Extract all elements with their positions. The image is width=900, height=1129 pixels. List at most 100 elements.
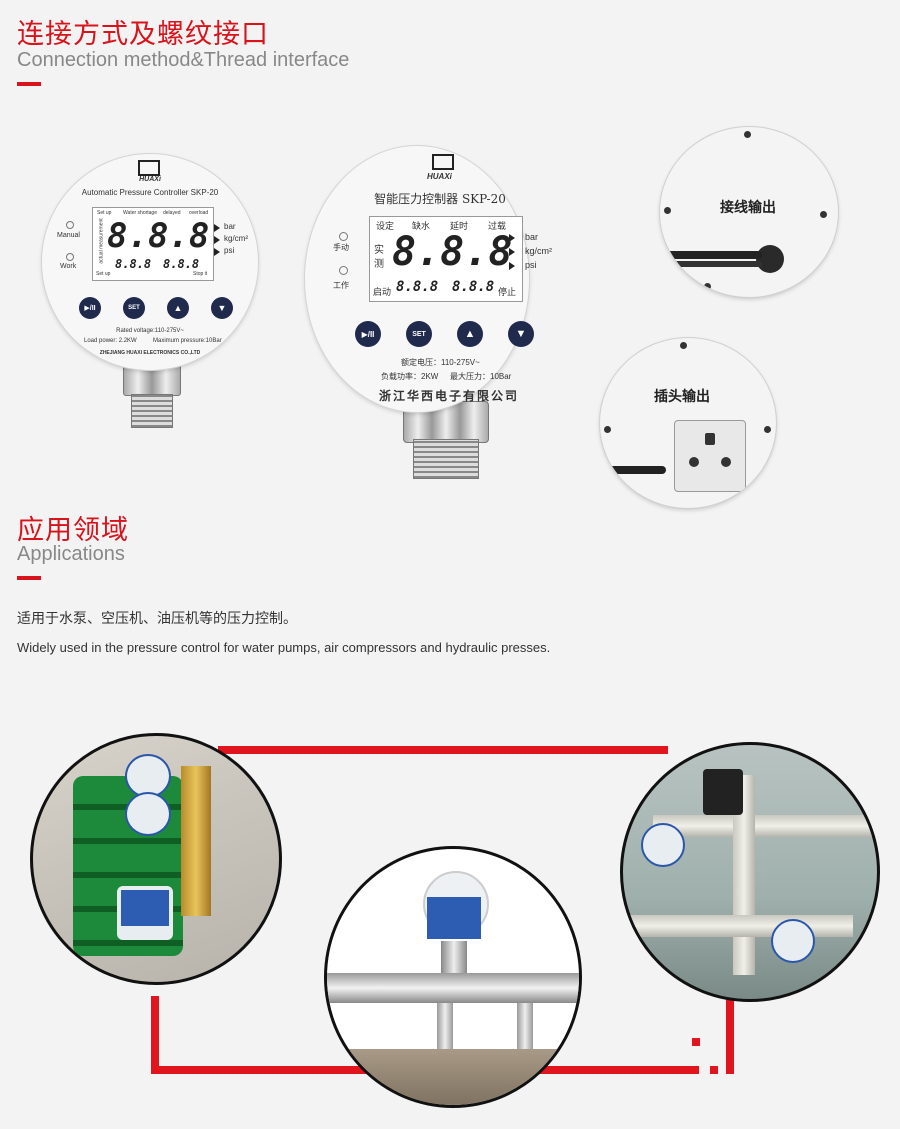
wiring-output-view: 接线输出 (660, 127, 838, 297)
connector-line (726, 986, 734, 1074)
cable (660, 251, 762, 259)
controller-face (427, 897, 481, 939)
connector-dot (692, 1038, 700, 1046)
section-title-cn: 应用领域 (17, 515, 129, 546)
brand-logo-icon (138, 160, 160, 176)
unit-arrow-icon (214, 236, 220, 244)
unit-bar: bar (525, 232, 539, 242)
unit-kgcm2: kg/cm² (224, 234, 248, 243)
brand-name: HUAXi (139, 176, 161, 183)
controller-face (121, 890, 169, 926)
lcd-delayed-label: 延时 (450, 221, 469, 231)
screw (604, 426, 611, 433)
work-label: Work (60, 263, 77, 270)
power-socket (674, 420, 746, 492)
play-pause-button[interactable]: ▶/II (355, 321, 381, 347)
up-button[interactable]: ▲ (457, 321, 483, 347)
play-pause-button[interactable]: ▶/II (79, 297, 101, 319)
controller-unit (125, 754, 171, 798)
socket-hole-icon (689, 457, 699, 467)
unit-arrow-icon (509, 248, 515, 256)
device-face: HUAXi 智能压力控制器 SKP-20 设定 缺水 延时 过载 实 测 8.8… (305, 146, 552, 412)
manual-label: 手动 (333, 243, 349, 252)
lcd-display: Set up Water shortage delayed overload a… (92, 207, 214, 281)
unit-arrow-icon (214, 248, 220, 256)
pvc-pipe (653, 815, 877, 837)
lcd-overload-label: 过载 (488, 221, 507, 231)
lcd-setup-label: Set up (97, 210, 112, 216)
lcd-stop-label: Stop it (193, 271, 208, 277)
up-button[interactable]: ▲ (167, 297, 189, 319)
down-button[interactable]: ▼ (508, 321, 534, 347)
socket-hole-icon (721, 457, 731, 467)
lcd-small-digits-right: 8.8.8 (163, 257, 200, 271)
max-pressure: Maximum pressure:10Bar (153, 338, 222, 344)
manual-label: Manual (57, 232, 80, 239)
stainless-pipe (327, 973, 579, 1003)
controller-unit (641, 823, 685, 867)
lcd-actual-label: 实 (374, 245, 384, 256)
screw (680, 342, 687, 349)
screw (744, 131, 751, 138)
screw (764, 426, 771, 433)
controller-unit (771, 919, 815, 963)
work-led (339, 266, 348, 275)
connector-line (151, 996, 159, 1074)
valve (517, 1003, 533, 1063)
work-led (66, 253, 74, 261)
set-button[interactable]: SET (406, 321, 432, 347)
section-title-cn: 连接方式及螺纹接口 (17, 19, 269, 50)
brand-logo-icon (432, 154, 454, 170)
thread-fitting (131, 394, 173, 428)
lcd-water-shortage-label: 缺水 (412, 221, 431, 231)
lcd-small-digits-left: 8.8.8 (396, 279, 439, 295)
pvc-pipe (623, 915, 853, 937)
brand-name: HUAXi (427, 172, 452, 181)
controller-unit (125, 792, 171, 836)
wiring-output-label: 接线输出 (720, 199, 776, 215)
manual-led (339, 232, 348, 241)
lcd-main-digits: 8.8.8 (392, 229, 513, 275)
lcd-setup-bottom: Set up (96, 271, 111, 277)
brass-fitting (181, 766, 211, 916)
unit-bar: bar (224, 222, 236, 231)
unit-arrow-icon (509, 234, 515, 242)
load-power: 负载功率：2KW (381, 372, 439, 381)
cable (660, 261, 762, 267)
unit-psi: psi (224, 246, 235, 255)
tank-surface (327, 1049, 579, 1105)
pressure-controller-en: HUAXi Automatic Pressure Controller SKP-… (42, 154, 258, 430)
lcd-delayed-label: delayed (163, 210, 181, 216)
rated-voltage: Rated voltage:110-275V~ (116, 328, 184, 334)
section-title-en: Connection method&Thread interface (17, 49, 350, 71)
cable (600, 466, 666, 474)
lcd-overload-label: overload (189, 210, 209, 216)
unit-psi: psi (525, 260, 537, 270)
model-label: Automatic Pressure Controller SKP-20 (81, 188, 219, 197)
pump-motor (703, 769, 743, 815)
load-power: Load power: 2.2KW (84, 338, 137, 344)
socket-hole-icon (705, 433, 715, 445)
valve (437, 1003, 453, 1063)
manifold-application-photo (324, 846, 582, 1108)
applications-desc-en: Widely used in the pressure control for … (17, 640, 551, 655)
down-button[interactable]: ▼ (211, 297, 233, 319)
rated-voltage: 额定电压：110-275V~ (401, 358, 480, 367)
lcd-main-digits: 8.8.8 (107, 216, 210, 256)
lcd-water-shortage-label: Water shortage (123, 210, 157, 216)
unit-kgcm2: kg/cm² (525, 246, 552, 256)
device-face: HUAXi Automatic Pressure Controller SKP-… (42, 154, 258, 370)
plug-output-view: 插头输出 (600, 338, 776, 508)
applications-desc-cn: 适用于水泵、空压机、油压机等的压力控制。 (17, 611, 297, 627)
section-accent-bar (17, 576, 41, 580)
manual-led (66, 221, 74, 229)
screw (704, 283, 711, 290)
company-name: 浙江华西电子有限公司 (379, 389, 520, 403)
screw (664, 207, 671, 214)
set-button[interactable]: SET (123, 297, 145, 319)
screw (820, 211, 827, 218)
lcd-small-digits-left: 8.8.8 (115, 257, 152, 271)
lcd-stop-label: 停止 (498, 287, 517, 297)
lcd-display: 设定 缺水 延时 过载 实 测 8.8.8 8.8.8 8.8.8 启动 停止 (369, 216, 523, 302)
section-title-en: Applications (17, 543, 125, 565)
